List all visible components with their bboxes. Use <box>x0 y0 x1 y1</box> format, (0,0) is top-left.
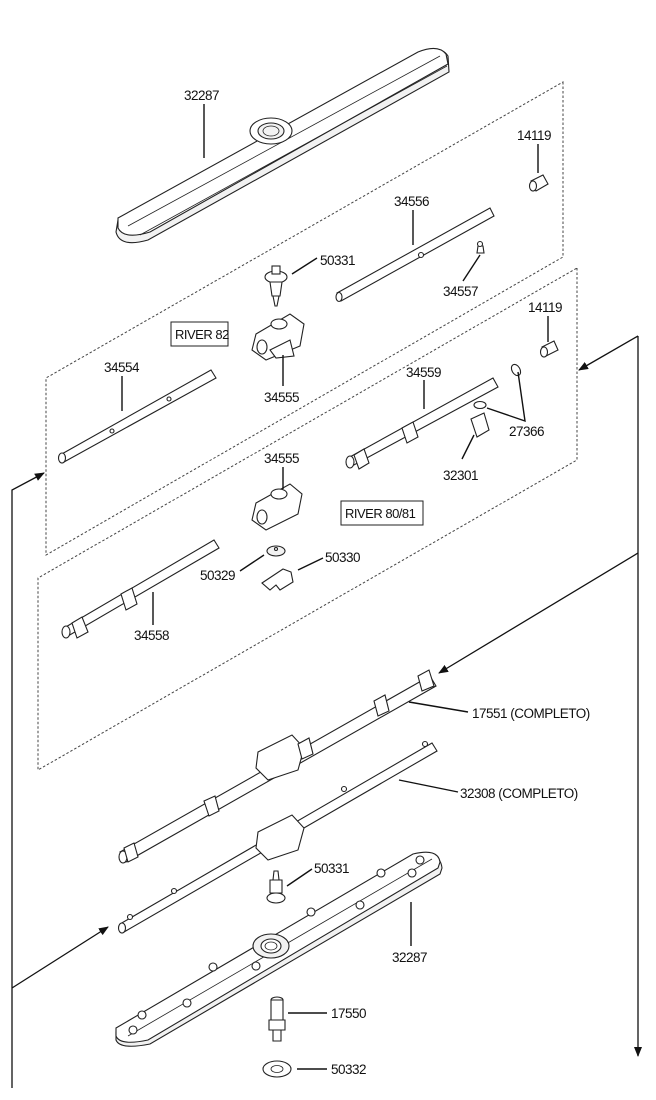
label-50330: 50330 <box>325 550 360 565</box>
nozzle-upper <box>528 174 549 192</box>
label-50331-lower: 50331 <box>314 861 349 876</box>
tube-34554 <box>57 369 217 464</box>
lower-spray-arm <box>115 851 443 1047</box>
connector-arrow-left <box>11 472 45 1088</box>
connector-arrow-left-lower <box>11 926 109 989</box>
leader-50331-upper <box>291 257 318 275</box>
leader-17551 <box>408 701 469 713</box>
label-50331-upper: 50331 <box>320 253 355 268</box>
group-label-river8081: RIVER 80/81 <box>345 506 416 521</box>
label-32287-upper: 32287 <box>184 88 219 103</box>
label-50332: 50332 <box>331 1062 366 1077</box>
leader-50330 <box>297 557 324 571</box>
hub-50331-upper <box>264 265 288 307</box>
label-27366: 27366 <box>509 424 544 439</box>
label-34555-river82: 34555 <box>264 390 299 405</box>
leader-50329 <box>239 554 265 572</box>
leader-34557 <box>462 254 481 282</box>
tube-34559 <box>345 377 499 470</box>
hub-50331-lower <box>266 870 286 904</box>
group-box-river82 <box>170 321 229 347</box>
tube-34556 <box>335 207 495 303</box>
tube-34558 <box>61 539 220 639</box>
assembly-32308 <box>117 740 438 934</box>
oring-27366-a <box>510 363 522 377</box>
label-34557: 34557 <box>443 284 478 299</box>
shaft-17550 <box>268 996 286 1042</box>
leader-27366 <box>486 371 526 423</box>
label-32301: 32301 <box>443 468 478 483</box>
label-34554: 34554 <box>104 360 140 375</box>
clip-50330 <box>261 568 294 591</box>
clip-nut-32301 <box>470 412 490 438</box>
hub-34555-river82 <box>251 313 305 361</box>
label-14119-mid: 14119 <box>528 300 562 315</box>
nozzle-mid <box>539 340 559 358</box>
label-14119-upper: 14119 <box>517 128 551 143</box>
label-32308: 32308 (COMPLETO) <box>460 786 578 801</box>
oring-27366-b <box>473 400 487 410</box>
label-34559: 34559 <box>406 365 441 380</box>
label-34558: 34558 <box>134 628 169 643</box>
nut-50332 <box>262 1060 292 1078</box>
label-34555-river8081: 34555 <box>264 451 299 466</box>
group-box-river8081 <box>340 500 424 526</box>
group-label-river82: RIVER 82 <box>175 327 229 342</box>
label-50329: 50329 <box>200 568 235 583</box>
label-17550: 17550 <box>331 1006 366 1021</box>
plug-34557 <box>476 240 485 254</box>
connector-arrow-right-top <box>578 335 639 371</box>
connector-arrow-right-bottom <box>438 552 639 674</box>
assembly-17551 <box>118 669 437 864</box>
dashed-group-box-river82 <box>37 267 578 771</box>
label-34556: 34556 <box>394 194 429 209</box>
leader-32308 <box>398 779 459 793</box>
label-17551: 17551 (COMPLETO) <box>472 706 590 721</box>
dashed-group-box-upper <box>45 81 564 556</box>
leader-32301 <box>461 434 475 460</box>
washer-50329 <box>266 545 286 557</box>
label-32287-lower: 32287 <box>392 950 427 965</box>
leader-50331-lower <box>286 868 313 887</box>
upper-spray-arm <box>115 47 450 244</box>
hub-34555-river8081 <box>251 483 303 531</box>
